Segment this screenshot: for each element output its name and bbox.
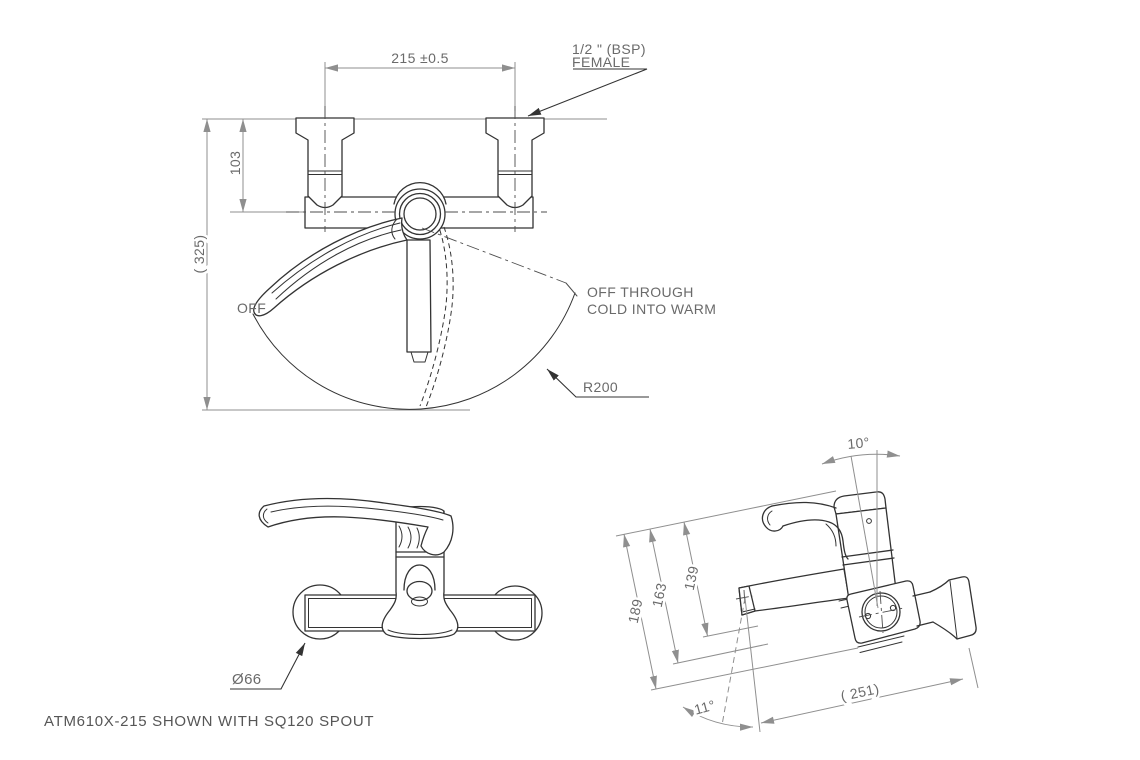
handle-travel-label-line2: COLD INTO WARM — [587, 301, 716, 317]
front-view: Ø66 — [230, 497, 543, 690]
radius-leader — [546, 368, 649, 398]
dim-inlet-spacing: 215 ±0.5 — [391, 50, 449, 66]
spout-outlet-front — [403, 564, 436, 607]
dim-overall-depth: ( 325) — [191, 235, 207, 274]
inlet-thread-leader — [527, 68, 648, 117]
handle-travel-label-line1: OFF THROUGH — [587, 284, 694, 300]
dim-inlet-to-body: 103 — [227, 151, 243, 176]
side-view-dimensions — [615, 450, 979, 733]
dim-handle-tilt-angle: 10° — [847, 434, 871, 452]
spout-alternate-position-dashed — [419, 221, 454, 408]
handle-lever-front — [258, 497, 454, 556]
handle-sweep-arc — [252, 292, 576, 410]
wall-flange-side — [912, 576, 977, 640]
dim-reach: ( 251) — [839, 680, 880, 704]
side-view: 10° 139 163 189 ( 251) 11° — [615, 432, 979, 733]
spout-side — [738, 568, 855, 616]
flange-diameter-leader — [230, 642, 306, 690]
drawing-caption: ATM610X-215 SHOWN WITH SQ120 SPOUT — [44, 713, 374, 730]
top-view: 215 ±0.5 1/2 " (BSP) FEMALE 103 ( 325) O… — [189, 41, 716, 411]
dim-spout-drop: 139 — [681, 564, 702, 591]
spout-plan — [406, 239, 432, 363]
dim-handle-radius: R200 — [583, 379, 618, 395]
handle-off-label: OFF — [237, 300, 266, 316]
inlet-thread-label-line2: FEMALE — [572, 54, 630, 70]
handle-lever-side — [761, 501, 872, 560]
dim-outlet-drop: 163 — [649, 581, 670, 608]
dim-flange-diameter: Ø66 — [232, 671, 262, 688]
handle-lever-plan — [253, 217, 408, 317]
cartridge-hub — [393, 181, 447, 240]
inlet-thread-label-line1: 1/2 " (BSP) — [572, 41, 646, 57]
dim-spray-angle: 11° — [692, 697, 717, 718]
top-view-centerlines — [286, 106, 578, 297]
